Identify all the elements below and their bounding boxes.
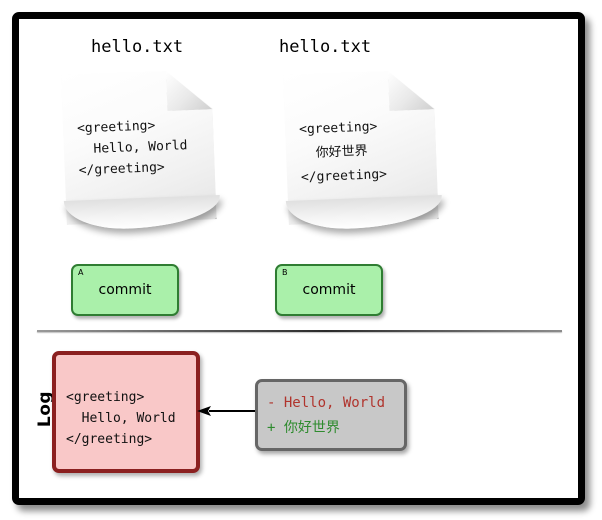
file-title-b: hello.txt xyxy=(279,37,372,57)
commit-box-b[interactable]: B commit xyxy=(275,264,383,316)
commit-label-a: commit xyxy=(98,282,152,298)
document-icon-a[interactable]: <greeting> Hello, World </greeting> xyxy=(61,69,221,231)
arrow-left-icon xyxy=(197,406,257,416)
page-fold-icon xyxy=(388,69,435,111)
log-entry-content: <greeting> Hello, World </greeting> xyxy=(66,390,176,447)
diff-added-line: + 你好世界 xyxy=(267,420,340,436)
document-icon-b[interactable]: <greeting> 你好世界 </greeting> xyxy=(283,69,443,231)
commit-label-b: commit xyxy=(302,282,356,298)
commit-box-a[interactable]: A commit xyxy=(71,264,179,316)
file-title-a: hello.txt xyxy=(91,37,184,57)
document-a-content: <greeting> Hello, World </greeting> xyxy=(76,118,188,179)
page-curl-icon xyxy=(63,194,221,231)
log-entry-box[interactable]: <greeting> Hello, World </greeting> xyxy=(52,351,200,473)
diff-box[interactable]: - Hello, World + 你好世界 xyxy=(255,379,407,451)
commit-tag-a: A xyxy=(78,268,84,277)
diagram-frame: hello.txt hello.txt <greeting> Hello, Wo… xyxy=(12,12,585,505)
diagram-canvas: hello.txt hello.txt <greeting> Hello, Wo… xyxy=(19,19,578,498)
page-curl-icon xyxy=(285,194,443,231)
commit-tag-b: B xyxy=(282,268,288,277)
diff-removed-line: - Hello, World xyxy=(267,395,386,411)
document-b-content: <greeting> 你好世界 </greeting> xyxy=(298,119,388,186)
section-divider xyxy=(37,330,562,332)
